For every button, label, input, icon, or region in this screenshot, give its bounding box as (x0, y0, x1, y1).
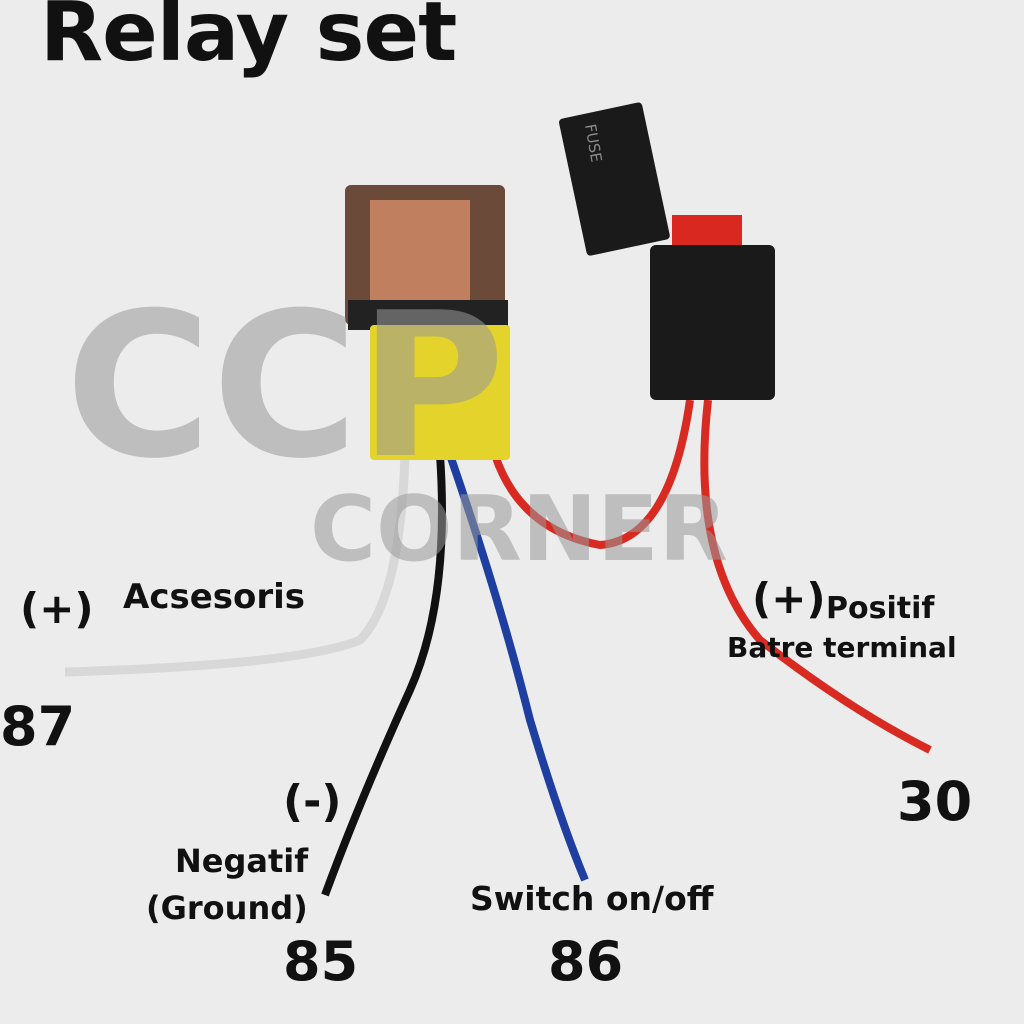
switch-name: Switch on/off (470, 879, 714, 918)
watermark-logo: CCP CORNER (65, 270, 728, 582)
wire-red-loop (491, 399, 694, 550)
neg-sign: (-) (283, 776, 342, 827)
pin-30: 30 (897, 770, 973, 833)
acc-sign: (+) (20, 584, 94, 633)
watermark-line1: CCP (65, 270, 505, 503)
pin-86: 86 (548, 930, 624, 993)
fuse (672, 215, 742, 250)
pos-sub: Batre terminal (727, 631, 957, 664)
wire-white-87 (64, 454, 410, 677)
pin-85: 85 (283, 930, 359, 993)
pos-sign: (+) (752, 574, 826, 623)
acc-name: Acsesoris (123, 577, 306, 617)
wire-red-30 (700, 399, 932, 754)
relay-socket (370, 325, 510, 460)
fuse-holder-body (650, 245, 775, 400)
fuse-holder: FUSE (559, 102, 775, 400)
wire-blue-86 (446, 453, 589, 882)
neg-sub: (Ground) (146, 889, 308, 927)
page-title: Relay set (40, 0, 457, 80)
watermark-line2: CORNER (310, 477, 728, 582)
neg-name: Negatif (175, 842, 309, 880)
wire-black-85 (321, 454, 446, 897)
pos-name: Positif (826, 591, 935, 626)
relay (345, 185, 510, 460)
pin-87: 87 (0, 695, 76, 758)
relay-coil (370, 200, 470, 310)
fuse-holder-lid (559, 102, 670, 256)
